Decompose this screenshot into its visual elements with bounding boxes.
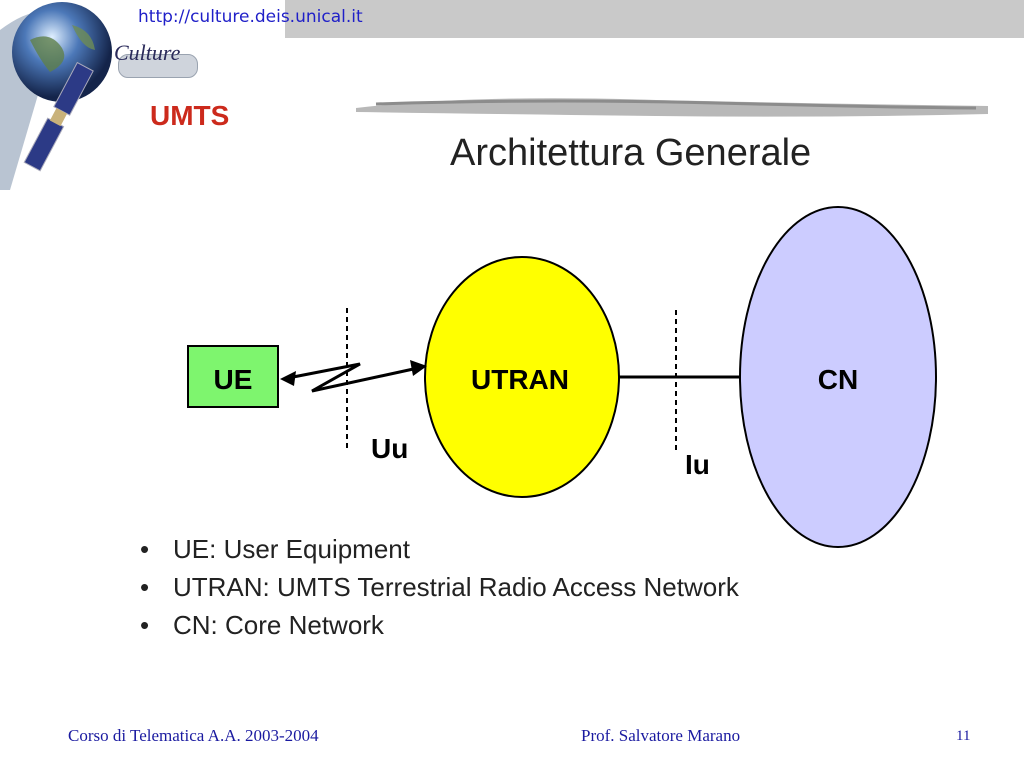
ue-label: UE xyxy=(214,364,253,395)
footer-author: Prof. Salvatore Marano xyxy=(581,726,741,745)
site-url-link[interactable]: http://culture.deis.unical.it xyxy=(138,7,363,27)
header-bar xyxy=(285,0,1024,38)
section-title: UMTS xyxy=(150,100,230,131)
globe-satellite-logo xyxy=(0,2,112,190)
slide-title: Architettura Generale xyxy=(450,132,812,174)
arrowhead-right-icon xyxy=(410,360,427,376)
definitions-list: UE: User Equipment UTRAN: UMTS Terrestri… xyxy=(140,530,739,644)
radio-link-zigzag xyxy=(287,362,419,393)
list-item: UTRAN: UMTS Terrestrial Radio Access Net… xyxy=(140,568,739,606)
uu-label: Uu xyxy=(371,433,408,464)
brush-swoosh-divider xyxy=(356,98,988,117)
ue-node xyxy=(187,345,279,408)
iu-label: Iu xyxy=(685,449,710,480)
brand-badge xyxy=(118,54,198,78)
arrowhead-left-icon xyxy=(280,371,296,386)
list-item: UE: User Equipment xyxy=(140,530,739,568)
cn-label: CN xyxy=(818,364,858,395)
footer-course: Corso di Telematica A.A. 2003-2004 xyxy=(68,726,319,745)
brand-logo-text: Culture xyxy=(114,40,181,65)
utran-label: UTRAN xyxy=(471,364,569,395)
page-number: 11 xyxy=(956,728,971,744)
list-item: CN: Core Network xyxy=(140,606,739,644)
